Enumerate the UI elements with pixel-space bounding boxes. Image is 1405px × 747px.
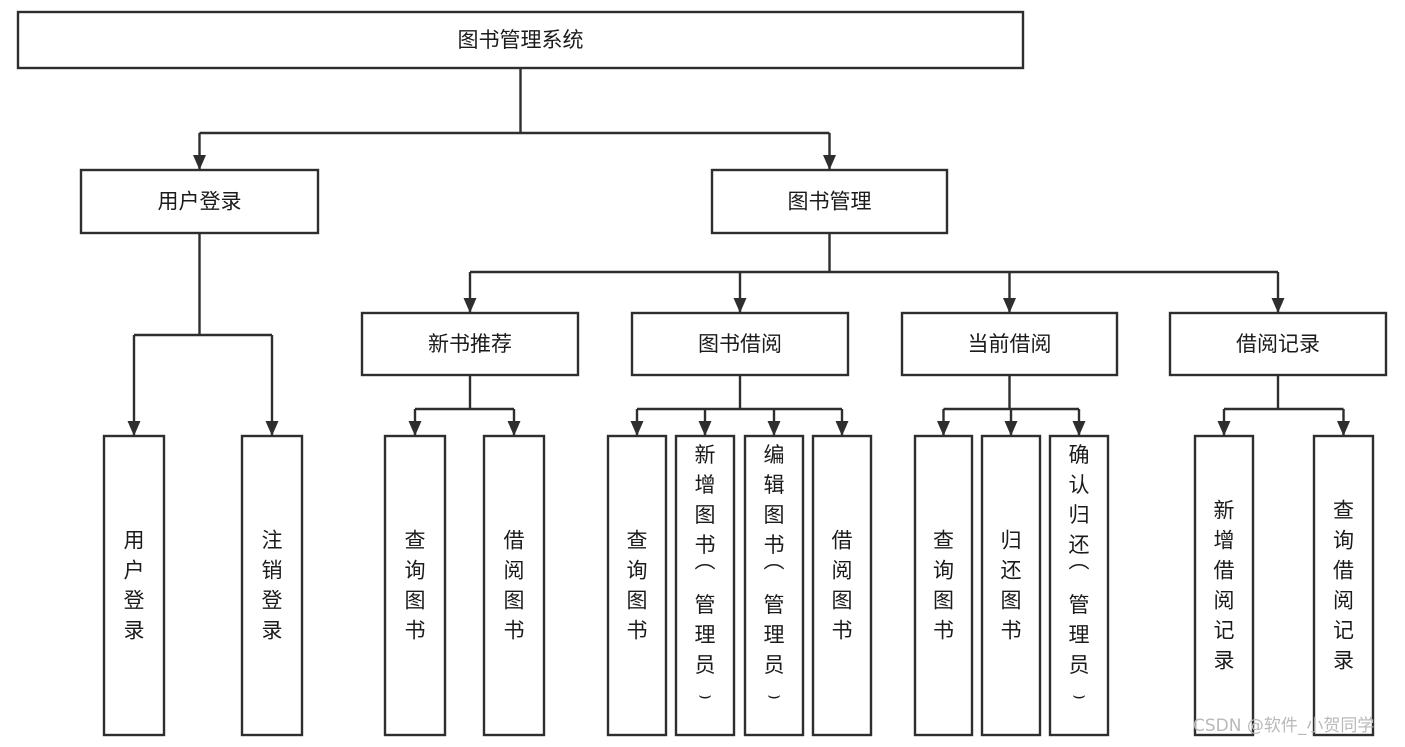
arrow-head-icon [835,421,849,436]
root-node-book-management-system-label: 图书管理系统 [458,28,584,52]
leaf-node-leaf-query-book-borrow-label: 查询图书 [627,529,648,643]
node-book-management[interactable]: 图书管理 [710,168,949,235]
leaf-node-leaf-query-book-recommend-rect [383,434,447,737]
arrow-head-icon [630,421,644,436]
leaf-node-leaf-confirm-return-admin[interactable]: 确认归还⌒管理员⌣ [1048,434,1110,737]
leaf-node-leaf-logout-login-label: 注销登录 [262,529,283,643]
leaf-node-leaf-add-book-admin-label: 新增图书⌒管理员⌣ [695,443,716,707]
node-user-login-rect [79,168,320,235]
leaf-node-leaf-confirm-return-admin-rect [1048,434,1110,737]
arrow-head-icon [507,421,521,436]
leaf-node-leaf-borrow-book-rect [811,434,873,737]
arrow-head-icon [767,421,781,436]
node-book-management-label: 图书管理 [788,190,872,214]
leaf-node-leaf-return-book[interactable]: 归还图书 [980,434,1042,737]
node-current-borrow[interactable]: 当前借阅 [900,311,1119,377]
node-borrow-record-label: 借阅记录 [1236,332,1320,356]
leaf-node-leaf-user-login-rect [102,434,166,737]
leaf-node-leaf-query-borrow-record-rect [1312,434,1375,737]
root-node-book-management-system[interactable]: 图书管理系统 [16,10,1025,70]
connector-layer [127,68,1350,436]
node-book-borrow-label: 图书借阅 [698,332,782,356]
leaf-node-leaf-edit-book-admin[interactable]: 编辑图书⌒管理员⌣ [743,434,805,737]
arrow-head-icon [1271,298,1285,313]
leaf-node-leaf-add-borrow-record-rect [1193,434,1255,737]
leaf-node-leaf-add-book-admin-rect [674,434,736,737]
leaf-node-leaf-user-login[interactable]: 用户登录 [102,434,166,737]
leaf-node-leaf-borrow-book-recommend-label: 借阅图书 [504,529,525,643]
arrow-head-icon [265,421,279,436]
leaf-node-leaf-query-book-current[interactable]: 查询图书 [913,434,974,737]
leaf-node-leaf-user-login-label: 用户登录 [124,529,145,643]
leaf-node-leaf-query-borrow-record-label: 查询借阅记录 [1333,499,1354,673]
leaf-node-leaf-return-book-label: 归还图书 [1001,529,1022,643]
leaf-node-leaf-borrow-book-recommend-rect [482,434,546,737]
leaf-node-leaf-add-book-admin[interactable]: 新增图书⌒管理员⌣ [674,434,736,737]
leaf-node-leaf-edit-book-admin-rect [743,434,805,737]
leaf-node-leaf-add-borrow-record[interactable]: 新增借阅记录 [1193,434,1255,737]
arrow-head-icon [127,421,141,436]
node-new-book-recommend[interactable]: 新书推荐 [360,311,580,377]
leaf-node-leaf-query-book-borrow-rect [606,434,668,737]
node-user-login-label: 用户登录 [158,190,242,214]
leaf-node-leaf-query-book-recommend-label: 查询图书 [405,529,426,643]
arrow-head-icon [1003,298,1016,313]
node-layer: 图书管理系统用户登录图书管理新书推荐图书借阅当前借阅借阅记录用户登录注销登录查询… [16,10,1388,737]
arrow-head-icon [193,155,206,170]
arrow-head-icon [1217,421,1231,436]
node-borrow-record[interactable]: 借阅记录 [1168,311,1388,377]
leaf-node-leaf-query-borrow-record[interactable]: 查询借阅记录 [1312,434,1375,737]
leaf-node-leaf-query-book-borrow[interactable]: 查询图书 [606,434,668,737]
arrow-head-icon [1004,421,1018,436]
leaf-node-leaf-logout-login-rect [240,434,304,737]
arrow-head-icon [463,298,477,313]
leaf-node-leaf-edit-book-admin-label: 编辑图书⌒管理员⌣ [764,443,785,707]
arrow-head-icon [1072,421,1086,436]
node-book-management-rect [710,168,949,235]
leaf-node-leaf-query-book-current-label: 查询图书 [933,529,954,643]
node-user-login[interactable]: 用户登录 [79,168,320,235]
arrow-head-icon [1337,421,1350,436]
leaf-node-leaf-query-book-recommend[interactable]: 查询图书 [383,434,447,737]
leaf-node-leaf-confirm-return-admin-label: 确认归还⌒管理员⌣ [1069,443,1090,707]
leaf-node-leaf-borrow-book-label: 借阅图书 [832,529,853,643]
node-new-book-recommend-label: 新书推荐 [428,332,512,356]
leaf-node-leaf-logout-login[interactable]: 注销登录 [240,434,304,737]
node-borrow-record-rect [1168,311,1388,377]
node-current-borrow-label: 当前借阅 [968,332,1052,356]
leaf-node-leaf-return-book-rect [980,434,1042,737]
arrow-head-icon [698,421,712,436]
leaf-node-leaf-add-borrow-record-label: 新增借阅记录 [1214,499,1235,673]
node-new-book-recommend-rect [360,311,580,377]
node-book-borrow[interactable]: 图书借阅 [630,311,850,377]
root-node-book-management-system-rect [16,10,1025,70]
node-book-borrow-rect [630,311,850,377]
leaf-node-leaf-borrow-book-recommend[interactable]: 借阅图书 [482,434,546,737]
leaf-node-leaf-query-book-current-rect [913,434,974,737]
arrow-head-icon [733,298,747,313]
arrow-head-icon [823,155,836,170]
arrow-head-icon [937,421,950,436]
node-current-borrow-rect [900,311,1119,377]
arrow-head-icon [408,421,422,436]
leaf-node-leaf-borrow-book[interactable]: 借阅图书 [811,434,873,737]
csdn-watermark: CSDN @软件_小贺同学 [1193,716,1374,736]
